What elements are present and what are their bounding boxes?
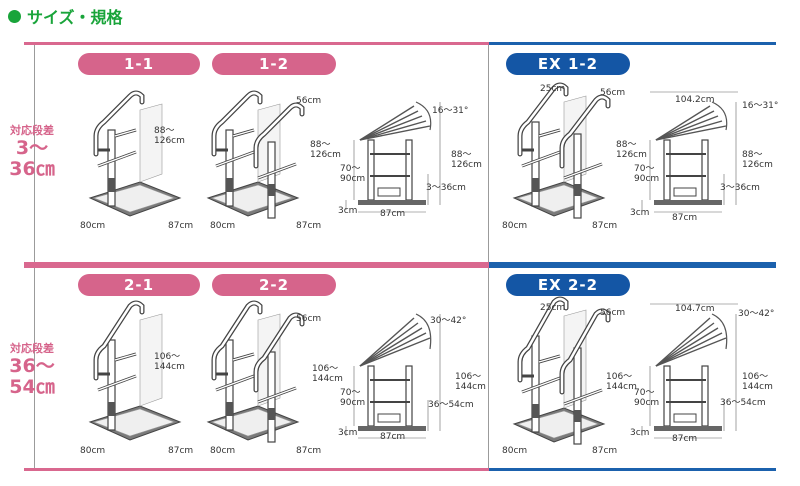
base-dim: 87cm: [380, 432, 406, 442]
width-dim: 80cm: [502, 446, 528, 456]
ground-dim: 3cm: [338, 428, 358, 438]
top-left-dim: 25cm: [540, 84, 566, 94]
model-pill-2-2: 2-2: [212, 274, 336, 296]
height-dim: 106～144cm: [455, 372, 486, 392]
side-elevation: [641, 91, 738, 213]
step-label: 対応段差: [10, 342, 54, 355]
model-pill-2-1: 2-1: [78, 274, 200, 296]
row1-blue-bottom: [489, 262, 776, 265]
top-right-dim: 56cm: [600, 88, 626, 98]
step-range-top: 3～: [15, 137, 49, 159]
side-elevation: [345, 313, 441, 439]
top-right-dim: 56cm: [600, 308, 626, 318]
side-elevation: [641, 303, 738, 439]
base-dim: 87cm: [672, 434, 698, 444]
row2-blue-bottom: [489, 468, 776, 471]
span-dim: 104.2cm: [675, 95, 715, 105]
height-dim: 106～144cm: [742, 372, 773, 392]
angle-dim: 16～31°: [742, 101, 779, 111]
model-pill-ex-1-2: EX 1-2: [506, 53, 630, 75]
rail-unit-second: [253, 312, 305, 443]
handle-dim: 70～90cm: [634, 388, 660, 408]
side-elevation: [345, 101, 441, 213]
section-title: サイズ・規格: [8, 4, 123, 28]
height-dim: 88～126cm: [451, 150, 482, 170]
row2-pink-bottom: [24, 468, 489, 471]
step-range-bottom: 36㎝: [9, 158, 55, 180]
green-bullet-icon: [8, 9, 21, 23]
rail-unit-second: [559, 94, 611, 219]
span-dim: 104.7cm: [675, 304, 715, 314]
handle-dim: 70～90cm: [634, 164, 660, 184]
depth-dim: 87cm: [296, 446, 322, 456]
step-dim: 3～36cm: [720, 183, 760, 193]
angle-dim: 30～42°: [738, 309, 775, 319]
height-dim: 106～144cm: [606, 372, 637, 392]
depth-dim: 87cm: [168, 446, 194, 456]
top-dim: 56cm: [296, 96, 322, 106]
base-dim: 87cm: [672, 213, 698, 223]
depth-dim: 87cm: [592, 446, 618, 456]
row1-divider: [488, 45, 489, 263]
width-dim: 80cm: [502, 221, 528, 231]
height-dim: 88～126cm: [742, 150, 773, 170]
step-dim: 36～54cm: [428, 400, 474, 410]
height-dim: 106～144cm: [312, 364, 343, 384]
rail-unit-single: [88, 90, 182, 217]
step-range-bottom: 54㎝: [9, 376, 55, 398]
height-dim: 88～126cm: [154, 126, 185, 146]
step-range-top: 36～: [9, 355, 55, 377]
row1-step-range: 対応段差 3～ 36㎝: [2, 122, 62, 180]
top-left-dim: 25cm: [540, 303, 566, 313]
width-dim: 80cm: [80, 446, 106, 456]
top-dim: 56cm: [296, 314, 322, 324]
model-pill-1-1: 1-1: [78, 53, 200, 75]
angle-dim: 16～31°: [432, 106, 469, 116]
width-dim: 80cm: [210, 446, 236, 456]
angle-dim: 30～42°: [430, 316, 467, 326]
rail-unit-second: [559, 308, 611, 445]
ground-dim: 3cm: [630, 208, 650, 218]
depth-dim: 87cm: [296, 221, 322, 231]
section-title-text: サイズ・規格: [27, 8, 123, 27]
row2-step-range: 対応段差 36～ 54㎝: [2, 340, 62, 398]
row2-left-rule: [34, 268, 35, 468]
ground-dim: 3cm: [630, 428, 650, 438]
depth-dim: 87cm: [168, 221, 194, 231]
row2-divider: [488, 268, 489, 468]
height-dim: 106～144cm: [154, 352, 185, 372]
row2-blue-band: [489, 265, 776, 268]
handle-dim: 70～90cm: [340, 388, 366, 408]
handle-dim: 70～90cm: [340, 164, 366, 184]
height-dim: 88～126cm: [616, 140, 647, 160]
row1-pink-bottom: [24, 262, 489, 265]
step-dim: 36～54cm: [720, 398, 766, 408]
width-dim: 80cm: [210, 221, 236, 231]
row2-pink-band: [24, 265, 489, 268]
step-label: 対応段差: [10, 124, 54, 137]
ground-dim: 3cm: [338, 206, 358, 216]
row1-blue-band: [489, 42, 776, 45]
model-pill-1-2: 1-2: [212, 53, 336, 75]
model-pill-ex-2-2: EX 2-2: [506, 274, 630, 296]
base-dim: 87cm: [380, 209, 406, 219]
rail-unit-single: [88, 300, 182, 441]
row1-pink-band: [24, 42, 489, 45]
depth-dim: 87cm: [592, 221, 618, 231]
row1-left-rule: [34, 45, 35, 263]
rail-unit-second: [253, 102, 305, 219]
width-dim: 80cm: [80, 221, 106, 231]
height-dim: 88～126cm: [310, 140, 341, 160]
step-dim: 3～36cm: [426, 183, 466, 193]
